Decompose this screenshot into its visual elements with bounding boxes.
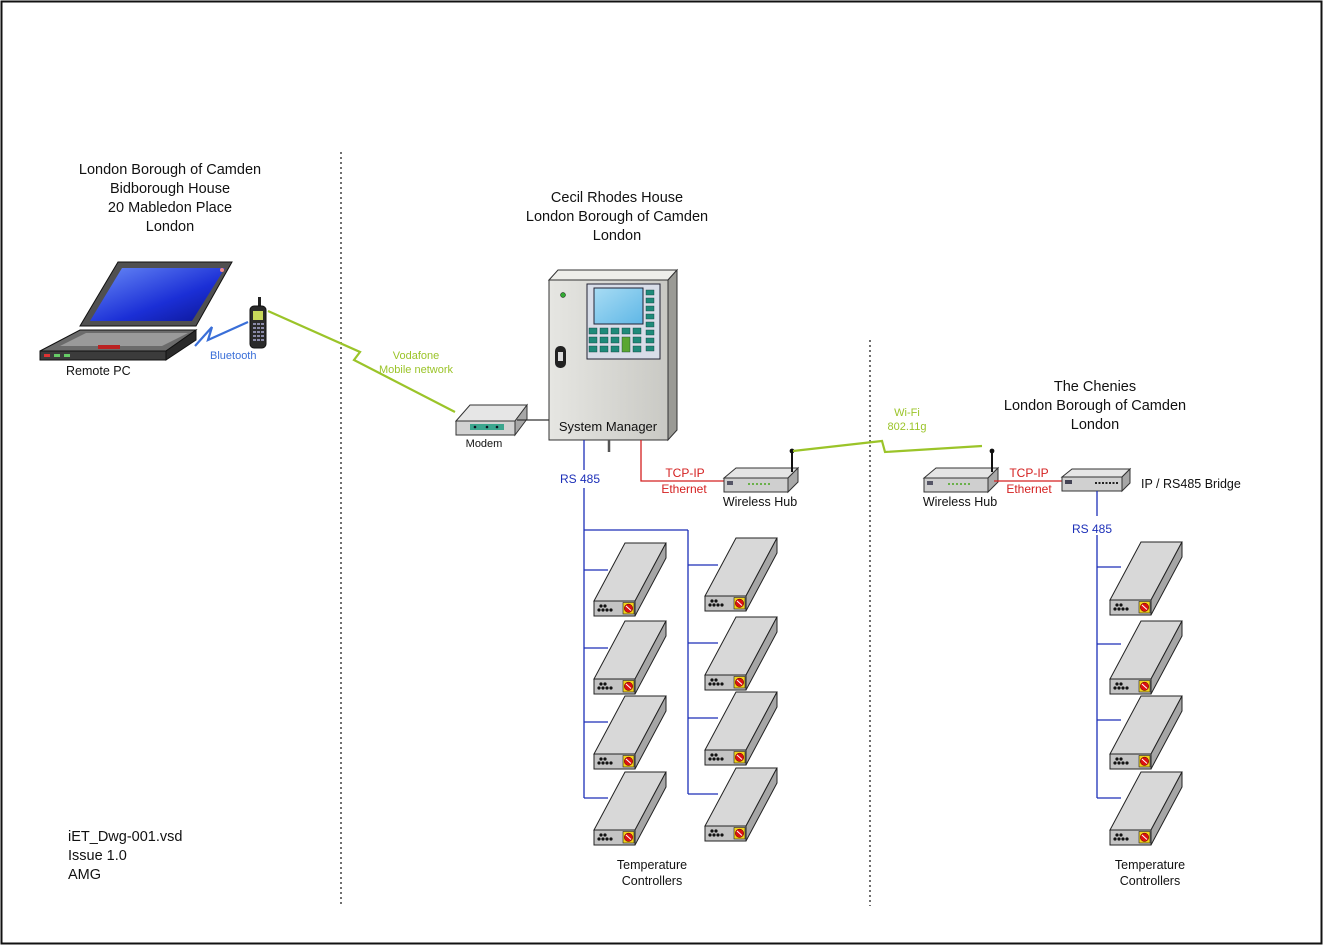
wifi-label-line: 802.11g bbox=[888, 421, 927, 433]
wireless-hub-label-cecil: Wireless Hub bbox=[723, 495, 797, 509]
ip-rs485-bridge-icon bbox=[1060, 467, 1132, 493]
modem-icon bbox=[454, 403, 528, 437]
laptop-icon bbox=[39, 261, 233, 361]
rs485-label-chenies: RS 485 bbox=[1072, 522, 1112, 536]
temperature-controllers-label-chenies: Controllers bbox=[1120, 874, 1180, 888]
vodafone-link bbox=[267, 309, 456, 413]
system-manager-cabinet-icon bbox=[547, 268, 679, 452]
tcpip-label-chenies: TCP-IP bbox=[1009, 466, 1048, 480]
document-info-line: AMG bbox=[68, 867, 101, 883]
vodafone-label-line: Vodafone bbox=[393, 350, 440, 362]
remote-site-line: 20 Mabledon Place bbox=[108, 200, 232, 216]
temperature-controllers-label-cecil: Temperature bbox=[617, 858, 687, 872]
vodafone-label-line: Mobile network bbox=[379, 364, 453, 376]
tcpip-label-cecil: TCP-IP bbox=[665, 466, 704, 480]
rs485-label-cecil: RS 485 bbox=[560, 472, 600, 486]
remote-site-line: Bidborough House bbox=[110, 181, 230, 197]
bridge-label: IP / RS485 Bridge bbox=[1141, 477, 1241, 491]
cecil-site-line: London Borough of Camden bbox=[526, 209, 708, 225]
rs485-bus-chenies bbox=[1096, 491, 1121, 799]
tcpip-label-cecil: Ethernet bbox=[661, 482, 707, 496]
remote-site-line: London Borough of Camden bbox=[79, 162, 261, 178]
wifi-label-line: Wi-Fi bbox=[894, 407, 920, 419]
wifi-link bbox=[792, 439, 983, 454]
document-info-line: Issue 1.0 bbox=[68, 848, 127, 864]
document-info-line: iET_Dwg-001.vsd bbox=[68, 829, 182, 845]
cecil-site-title: Cecil Rhodes House London Borough of Cam… bbox=[526, 190, 708, 244]
chenies-site-line: London bbox=[1071, 417, 1119, 433]
mobile-phone-icon bbox=[249, 297, 267, 349]
cecil-site-line: Cecil Rhodes House bbox=[551, 190, 683, 206]
chenies-site-line: London Borough of Camden bbox=[1004, 398, 1186, 414]
remote-pc-label: Remote PC bbox=[66, 364, 131, 378]
rs485-bus-cecil bbox=[583, 440, 718, 799]
cecil-site-line: London bbox=[593, 228, 641, 244]
temperature-controllers-label-chenies: Temperature bbox=[1115, 858, 1185, 872]
document-info: iET_Dwg-001.vsd Issue 1.0 AMG bbox=[68, 829, 182, 883]
system-manager-label: System Manager bbox=[559, 419, 658, 434]
modem-label: Modem bbox=[466, 438, 503, 450]
remote-site-title: London Borough of Camden Bidborough Hous… bbox=[79, 162, 261, 235]
temperature-controllers-label-cecil: Controllers bbox=[622, 874, 682, 888]
ethernet-link-cecil bbox=[640, 440, 727, 482]
chenies-site-title: The Chenies London Borough of Camden Lon… bbox=[1004, 379, 1186, 433]
remote-site-line: London bbox=[146, 219, 194, 235]
bluetooth-link bbox=[194, 320, 249, 347]
chenies-site-line: The Chenies bbox=[1054, 379, 1136, 395]
wireless-hub-label-chenies: Wireless Hub bbox=[923, 495, 997, 509]
tcpip-label-chenies: Ethernet bbox=[1006, 482, 1052, 496]
bluetooth-label: Bluetooth bbox=[210, 350, 256, 362]
